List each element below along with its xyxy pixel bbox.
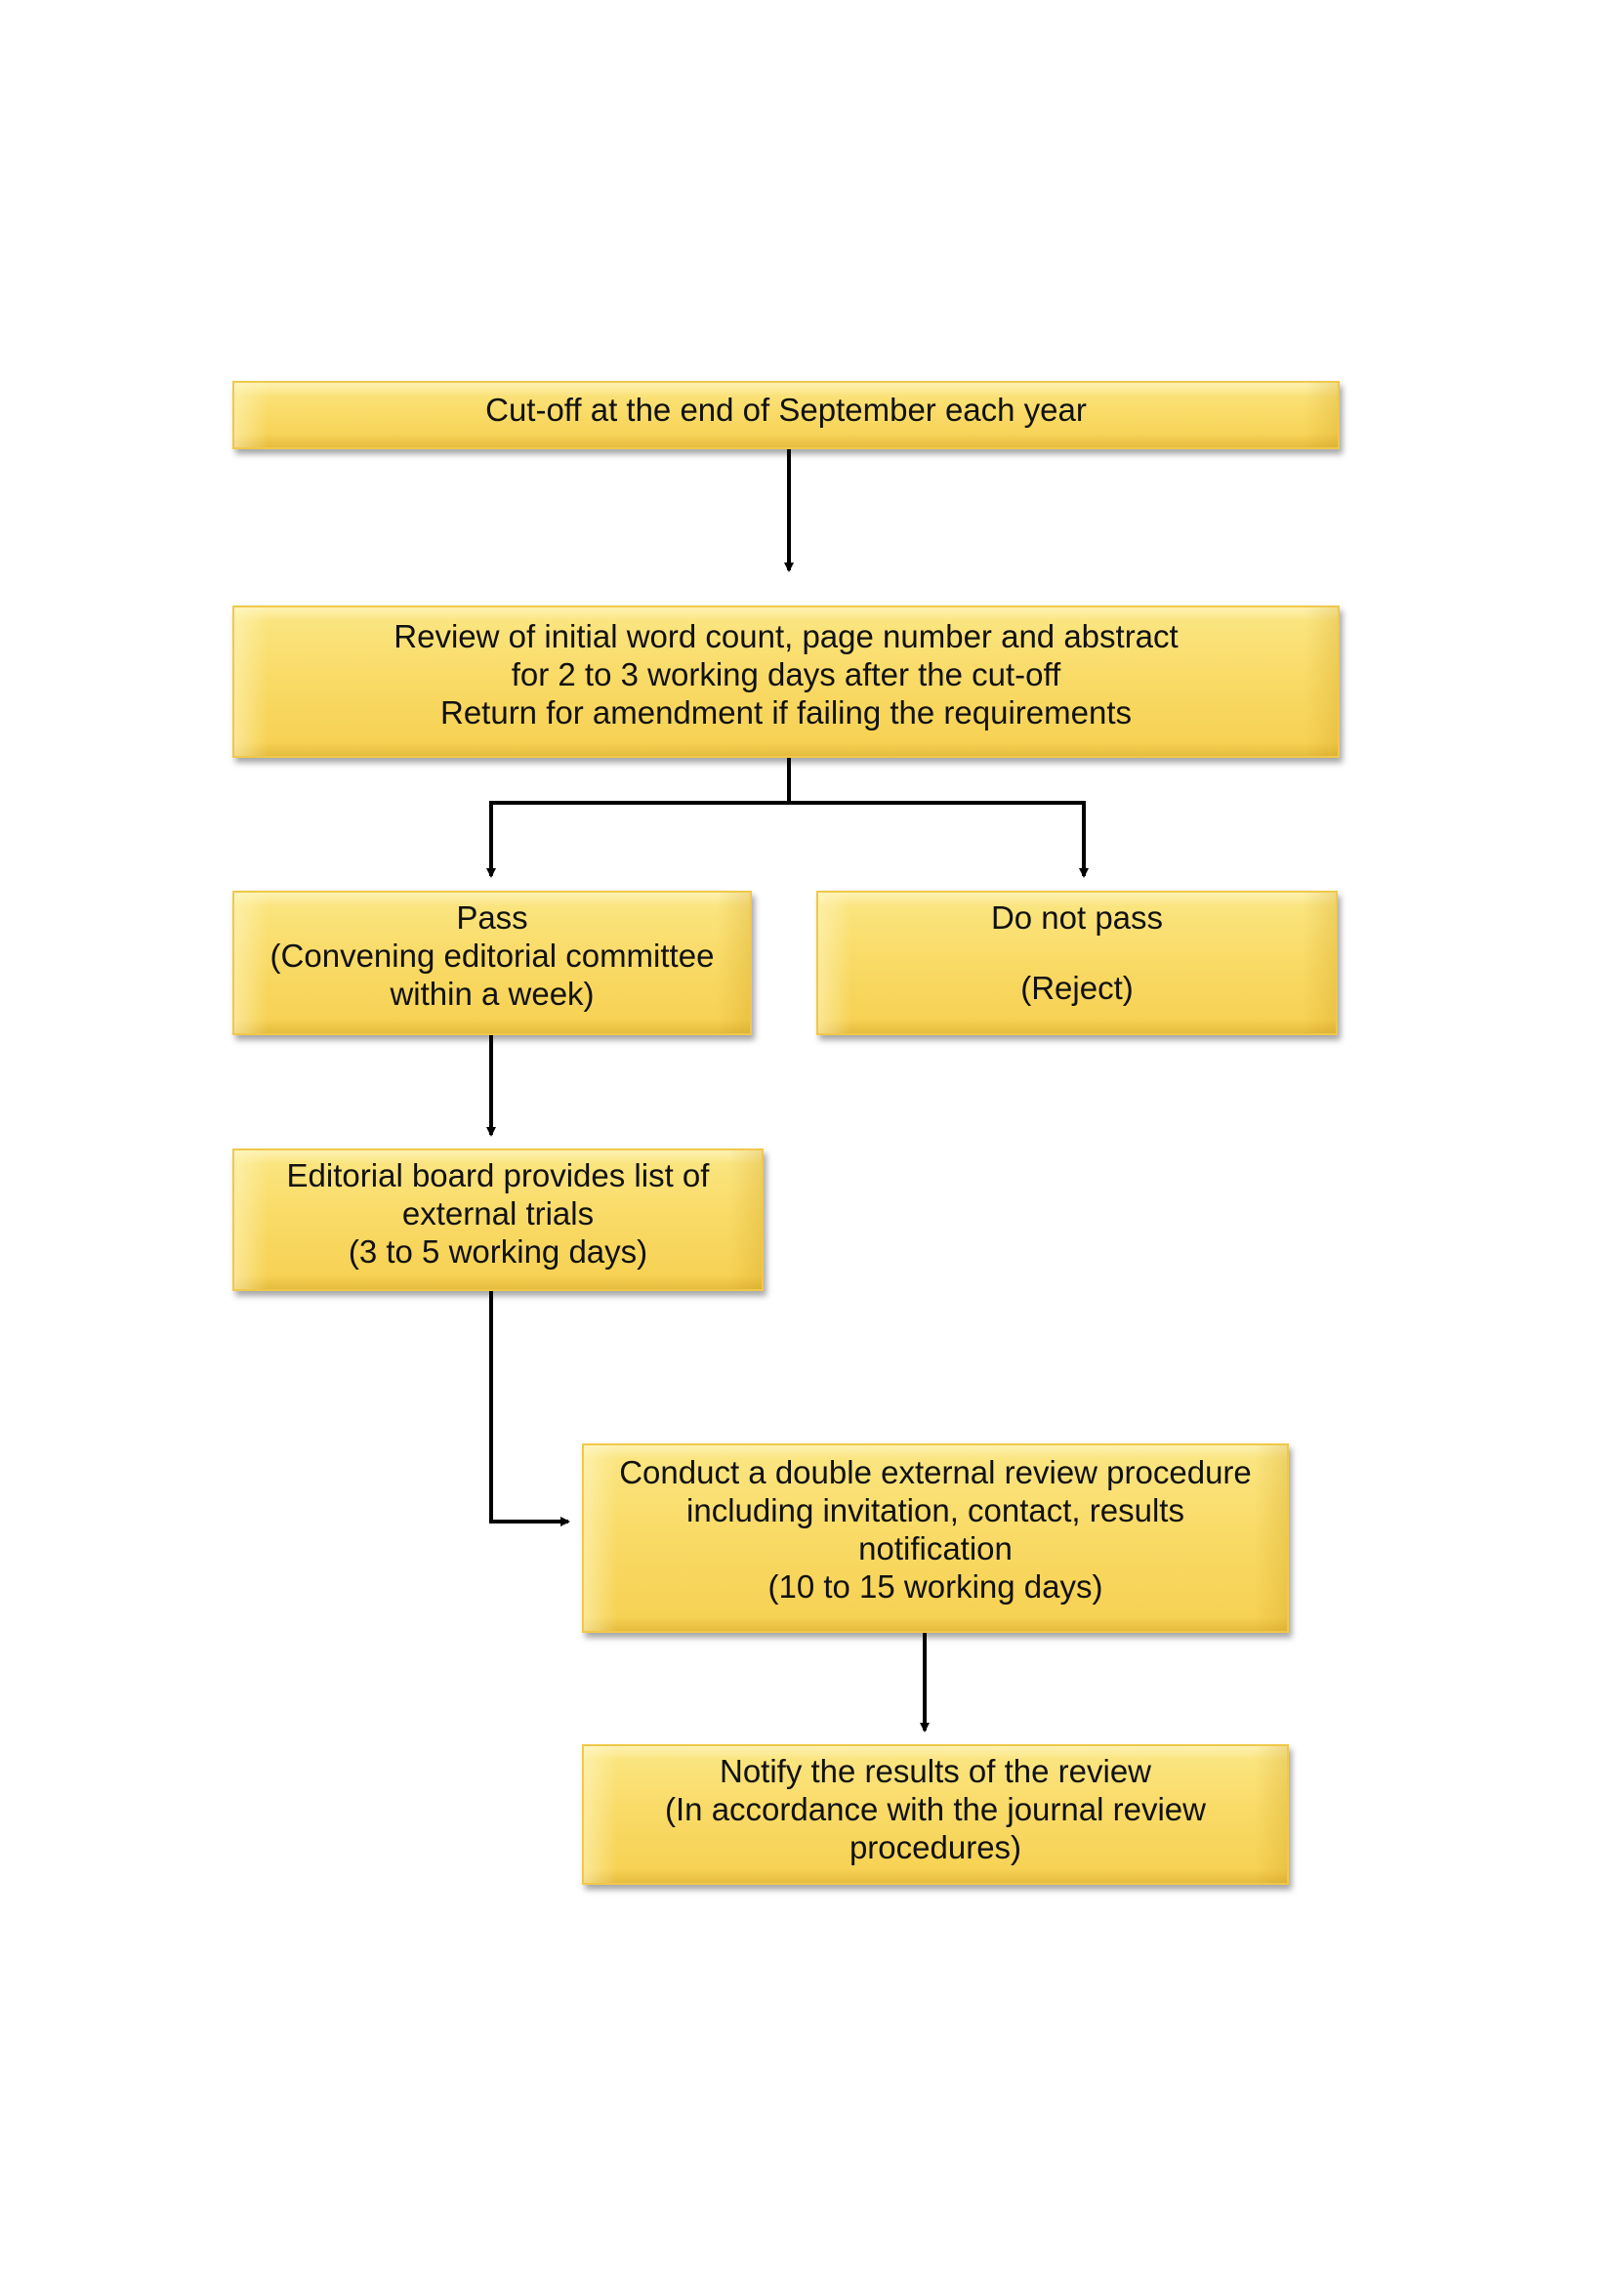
notify-line-1: Notify the results of the review (719, 1753, 1152, 1789)
pass-line-3: within a week) (390, 976, 595, 1012)
arrow-editorial-board-to-external-review (489, 1291, 570, 1526)
notify-line-2: (In accordance with the journal review (665, 1791, 1206, 1827)
initial-review-line-2: for 2 to 3 working days after the cut-of… (511, 656, 1061, 692)
do-not-pass-line-2: (Reject) (1020, 970, 1134, 1006)
editorial-board-line-1: Editorial board provides list of (286, 1157, 710, 1193)
initial-review-box: Review of initial word count, page numbe… (232, 605, 1340, 758)
pass-box: Pass (Convening editorial committee with… (232, 891, 752, 1035)
do-not-pass-box: Do not pass (Reject) (816, 891, 1338, 1035)
external-review-line-1: Conduct a double external review procedu… (619, 1454, 1252, 1490)
notify-line-3: procedures) (849, 1829, 1022, 1865)
do-not-pass-line-1: Do not pass (990, 899, 1164, 936)
external-review-line-4: (10 to 15 working days) (767, 1568, 1103, 1605)
editorial-board-line-2: external trials (401, 1195, 595, 1231)
arrow-review-to-pass (486, 758, 791, 878)
external-review-line-3: notification (858, 1530, 1013, 1566)
pass-line-1: Pass (456, 899, 528, 936)
cutoff-box: Cut-off at the end of September each yea… (232, 381, 1340, 449)
initial-review-line-1: Review of initial word count, page numbe… (393, 618, 1179, 654)
external-review-box: Conduct a double external review procedu… (582, 1443, 1289, 1633)
pass-line-2: (Convening editorial committee (269, 938, 715, 974)
arrow-review-to-do-not-pass (789, 801, 1089, 878)
cutoff-text: Cut-off at the end of September each yea… (485, 392, 1087, 428)
editorial-board-line-3: (3 to 5 working days) (348, 1233, 648, 1270)
external-review-line-2: including invitation, contact, results (686, 1492, 1184, 1528)
initial-review-line-3: Return for amendment if failing the requ… (439, 694, 1133, 731)
editorial-board-box: Editorial board provides list of externa… (232, 1148, 764, 1291)
notify-box: Notify the results of the review (In acc… (582, 1744, 1289, 1885)
